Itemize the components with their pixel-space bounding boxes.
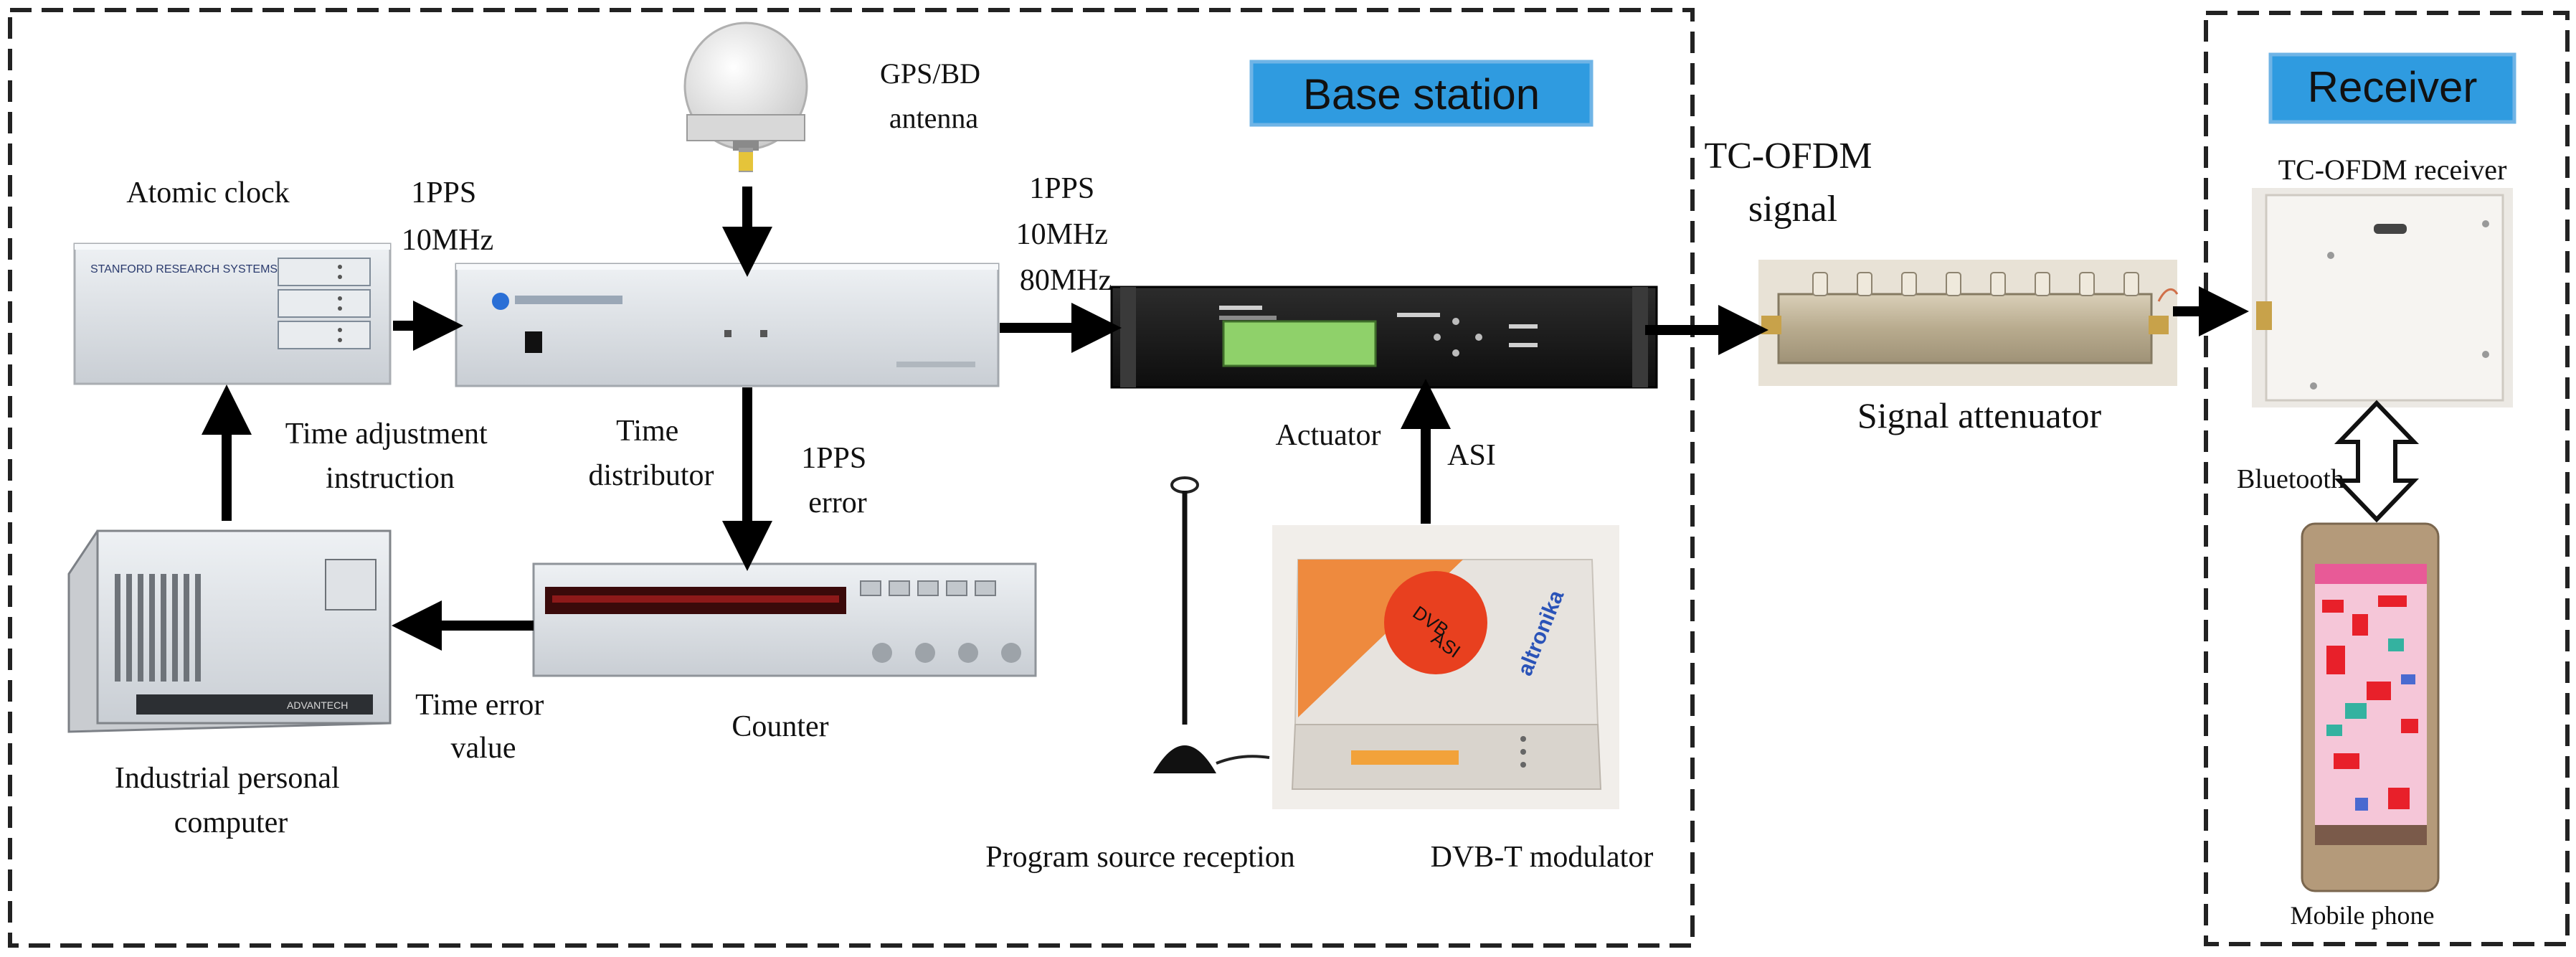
base-station-title: Base station	[1303, 70, 1540, 118]
labels: GPS/BD antenna Atomic clock 1PPS 10MHz 1…	[115, 57, 2507, 930]
counter-label: Counter	[731, 710, 828, 743]
bluetooth-label: Bluetooth	[2237, 464, 2344, 494]
time-error-value-label: Time error value	[415, 689, 551, 765]
time-adjustment-label: Time adjustment instruction	[285, 418, 495, 495]
pps-error-label: 1PPS error	[801, 442, 874, 519]
actuator-image	[1110, 286, 1658, 389]
ipc-brand: ADVANTECH	[287, 699, 348, 711]
gps-antenna-label: GPS/BD antenna	[880, 57, 988, 134]
mobile-phone-image	[2301, 522, 2440, 892]
receiver-title: Receiver	[2308, 63, 2478, 111]
asi-label: ASI	[1447, 439, 1496, 472]
signal-attenuator-image	[1758, 260, 2179, 386]
time-distributor-label: Time distributor	[589, 415, 714, 492]
clock-output-signal-label: 1PPS 10MHz	[402, 176, 493, 257]
signal-attenuator-label: Signal attenuator	[1857, 395, 2102, 435]
dvbt-modulator-image: DVB ASI altronika	[1272, 525, 1619, 809]
program-source-label: Program source reception	[985, 841, 1295, 874]
actuator-label: Actuator	[1276, 419, 1381, 452]
base-station-header: Base station	[1249, 60, 1594, 127]
tc-ofdm-receiver-label: TC-OFDM receiver	[2278, 154, 2507, 186]
arrows	[202, 187, 2420, 651]
industrial-pc-image: ADVANTECH	[67, 529, 392, 733]
counter-image	[532, 562, 1037, 677]
time-distributor-image	[455, 263, 1000, 387]
receiver-frame	[2204, 11, 2570, 946]
base-station-frame	[8, 8, 1695, 948]
atomic-clock-image: STANFORD RESEARCH SYSTEMS	[73, 242, 392, 385]
gps-antenna-image	[683, 22, 808, 172]
industrial-pc-label: Industrial personal computer	[115, 762, 347, 839]
atomic-clock-brand: STANFORD RESEARCH SYSTEMS	[90, 263, 278, 275]
distributor-output-signal-label: 1PPS 10MHz 80MHz	[1016, 172, 1116, 297]
bluetooth-double-arrow	[2334, 400, 2420, 523]
tc-ofdm-signal-label: TC-OFDM signal	[1704, 136, 1881, 230]
mobile-phone-label: Mobile phone	[2291, 901, 2435, 930]
receiver-header: Receiver	[2268, 52, 2516, 124]
atomic-clock-label: Atomic clock	[126, 176, 289, 209]
tc-ofdm-receiver-image	[2252, 188, 2513, 407]
dvbt-modulator-label: DVB-T modulator	[1431, 841, 1654, 874]
program-source-antenna-image	[1153, 476, 1270, 773]
